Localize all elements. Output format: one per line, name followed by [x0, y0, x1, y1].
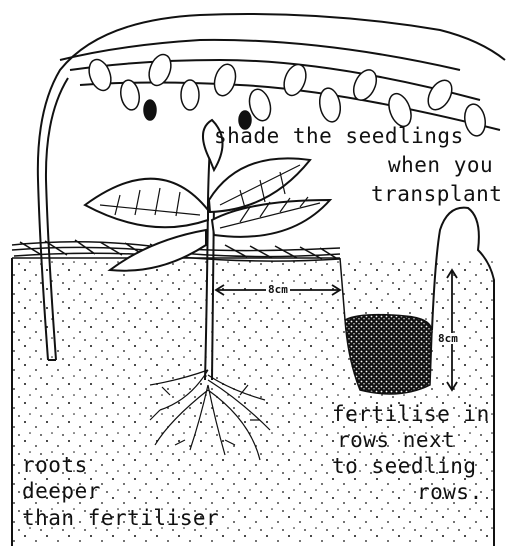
roots-label-line1: roots [22, 455, 88, 476]
fertilise-label-line1: fertilise in [332, 404, 490, 425]
shade-label-line1: shade the seedlings [214, 126, 464, 147]
fertilise-label-line2: rows next [337, 430, 455, 451]
shade-label-line2: when you [388, 155, 493, 176]
roots-label-line2: deeper [22, 481, 101, 502]
spacing-label: 8cm [266, 284, 290, 295]
depth-label: 8cm [436, 333, 460, 344]
shade-label-line3: transplant [371, 184, 502, 205]
roots-label-line3: than fertiliser [22, 508, 219, 529]
fertilise-label-line4: rows. [417, 482, 483, 503]
fertilise-label-line3: to seedling [332, 456, 477, 477]
